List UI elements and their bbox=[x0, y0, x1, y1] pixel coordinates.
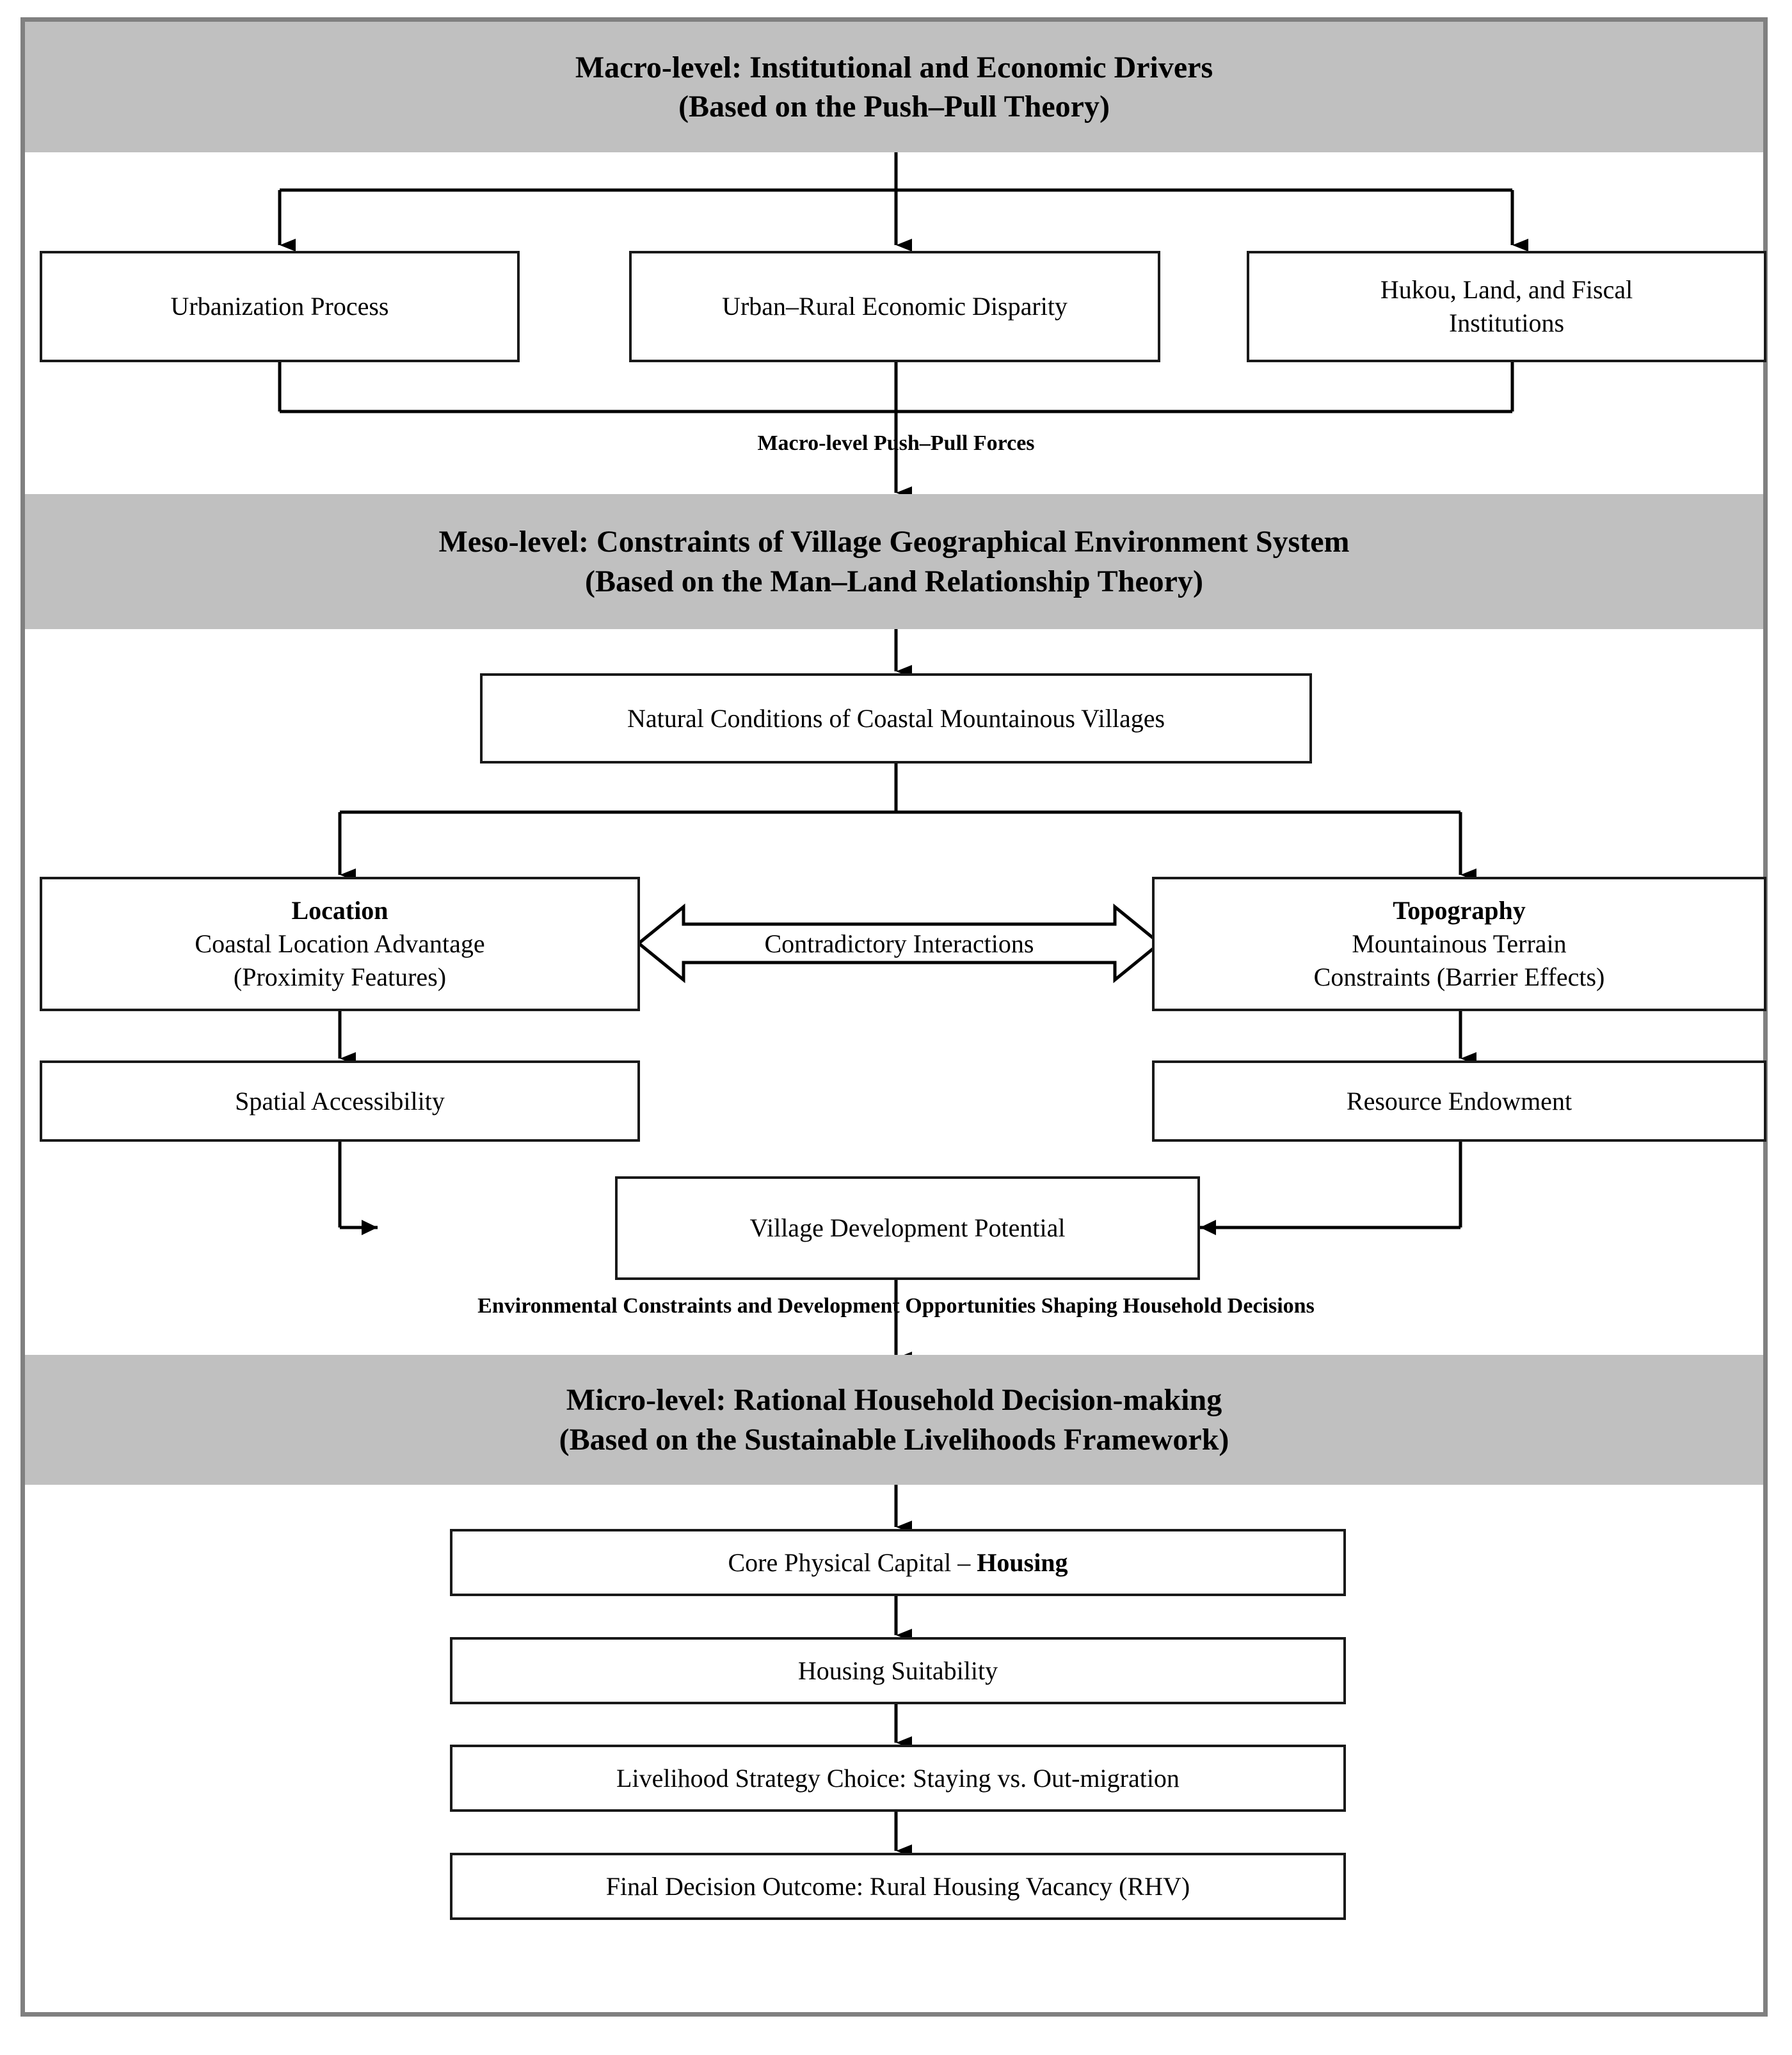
box-livelihood-strategy-choice-label: Livelihood Strategy Choice: Staying vs. … bbox=[616, 1763, 1180, 1793]
meso-band-line-2: (Based on the Man–Land Relationship Theo… bbox=[585, 564, 1203, 598]
box-topography-line-1: Mountainous Terrain bbox=[1352, 929, 1567, 958]
box-village-development-potential[interactable]: Village Development Potential bbox=[615, 1176, 1200, 1280]
box-core-physical-capital-label: Core Physical Capital – Housing bbox=[728, 1546, 1068, 1579]
box-hukou-line-2: Institutions bbox=[1448, 308, 1565, 337]
core-capital-prefix: Core Physical Capital – bbox=[728, 1547, 977, 1577]
box-core-physical-capital[interactable]: Core Physical Capital – Housing bbox=[450, 1529, 1346, 1596]
micro-band-line-1: Micro-level: Rational Household Decision… bbox=[566, 1383, 1222, 1418]
figure-outer-frame bbox=[20, 17, 1768, 2017]
box-location-line-1: Coastal Location Advantage bbox=[195, 929, 485, 958]
box-hukou-line-1: Hukou, Land, and Fiscal bbox=[1380, 275, 1633, 304]
box-housing-suitability[interactable]: Housing Suitability bbox=[450, 1637, 1346, 1704]
contradictory-interactions-label-wrap: Contradictory Interactions bbox=[640, 907, 1158, 980]
meso-band-line-1: Meso-level: Constraints of Village Geogr… bbox=[438, 525, 1350, 559]
box-village-development-potential-label: Village Development Potential bbox=[749, 1213, 1066, 1242]
box-location[interactable]: Location Coastal Location Advantage (Pro… bbox=[40, 877, 640, 1011]
box-natural-conditions[interactable]: Natural Conditions of Coastal Mountainou… bbox=[480, 673, 1312, 764]
box-topography-line-2: Constraints (Barrier Effects) bbox=[1313, 963, 1605, 991]
box-final-decision-outcome-label: Final Decision Outcome: Rural Housing Va… bbox=[605, 1871, 1190, 1901]
macro-level-band: Macro-level: Institutional and Economic … bbox=[25, 22, 1763, 152]
meso-level-band: Meso-level: Constraints of Village Geogr… bbox=[25, 494, 1763, 629]
box-urban-rural-economic-disparity[interactable]: Urban–Rural Economic Disparity bbox=[629, 251, 1160, 362]
box-urbanization-process[interactable]: Urbanization Process bbox=[40, 251, 520, 362]
contradictory-interactions-label: Contradictory Interactions bbox=[764, 929, 1034, 958]
box-livelihood-strategy-choice[interactable]: Livelihood Strategy Choice: Staying vs. … bbox=[450, 1745, 1346, 1812]
box-housing-suitability-label: Housing Suitability bbox=[797, 1656, 998, 1685]
box-location-title: Location bbox=[291, 896, 388, 925]
micro-level-band: Micro-level: Rational Household Decision… bbox=[25, 1355, 1763, 1485]
box-hukou-land-fiscal-institutions[interactable]: Hukou, Land, and Fiscal Institutions bbox=[1247, 251, 1766, 362]
box-natural-conditions-label: Natural Conditions of Coastal Mountainou… bbox=[627, 703, 1165, 733]
box-final-decision-outcome[interactable]: Final Decision Outcome: Rural Housing Va… bbox=[450, 1853, 1346, 1920]
macro-push-pull-forces-label: Macro-level Push–Pull Forces bbox=[757, 431, 1035, 455]
box-urban-rural-economic-disparity-label: Urban–Rural Economic Disparity bbox=[722, 292, 1068, 321]
micro-band-line-2: (Based on the Sustainable Livelihoods Fr… bbox=[559, 1422, 1229, 1457]
environmental-constraints-label: Environmental Constraints and Developmen… bbox=[477, 1294, 1315, 1318]
box-location-line-2: (Proximity Features) bbox=[233, 963, 447, 991]
macro-band-line-2: (Based on the Push–Pull Theory) bbox=[678, 90, 1110, 124]
macro-band-line-1: Macro-level: Institutional and Economic … bbox=[575, 50, 1213, 84]
box-topography-title: Topography bbox=[1393, 896, 1526, 925]
box-topography[interactable]: Topography Mountainous Terrain Constrain… bbox=[1152, 877, 1766, 1011]
core-capital-emphasis: Housing bbox=[977, 1547, 1068, 1577]
box-resource-endowment[interactable]: Resource Endowment bbox=[1152, 1060, 1766, 1142]
box-urbanization-process-label: Urbanization Process bbox=[170, 292, 389, 321]
box-resource-endowment-label: Resource Endowment bbox=[1346, 1086, 1572, 1115]
box-spatial-accessibility[interactable]: Spatial Accessibility bbox=[40, 1060, 640, 1142]
box-spatial-accessibility-label: Spatial Accessibility bbox=[235, 1086, 445, 1115]
